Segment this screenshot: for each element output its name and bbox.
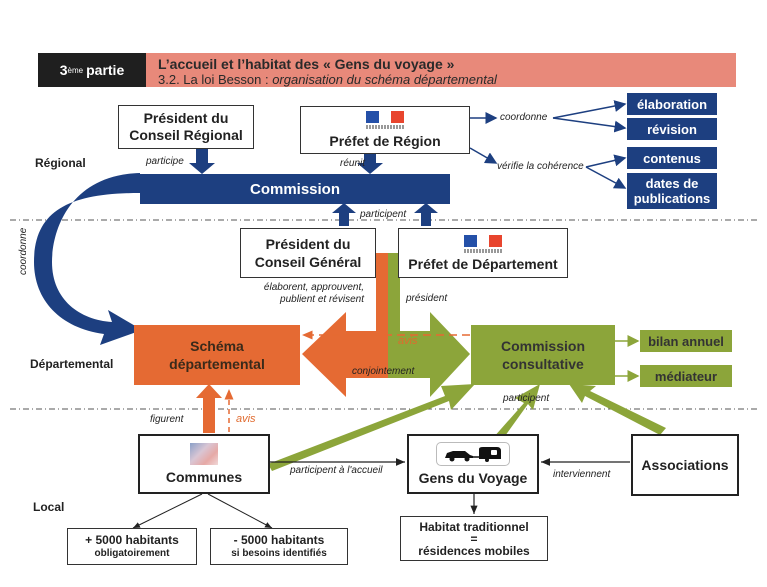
habitat-line1: Habitat traditionnel [419, 519, 529, 534]
label-conjointement: conjointement [352, 366, 415, 377]
commission-consultative-box[interactable]: Commission consultative [471, 325, 615, 385]
participent-arrow-left [332, 203, 356, 226]
label-avis-communes: avis [236, 413, 256, 425]
habitat-line2: = [470, 531, 478, 546]
prefet-region-label: Préfet de Région [329, 133, 441, 149]
president-conseil-general-line2: Conseil Général [254, 254, 362, 270]
to-dates [585, 166, 627, 189]
contenus-label: contenus [643, 150, 701, 166]
president-conseil-regional-line2: Conseil Régional [129, 127, 243, 143]
reunit-arrow [357, 152, 383, 174]
to-elaboration [552, 100, 627, 119]
schema-line1: Schéma [190, 338, 244, 354]
part-number: 3 [59, 62, 68, 78]
bilan-annuel-label: bilan annuel [648, 333, 724, 349]
commission-consultative-line1: Commission [500, 338, 585, 354]
label-president: président [406, 293, 448, 304]
label-avis-departement: avis [398, 335, 418, 347]
gens-du-voyage-label: Gens du Voyage [418, 470, 528, 486]
label-figurent: figurent [150, 414, 184, 425]
prefet-departement-box[interactable]: Préfet de Département [398, 228, 568, 278]
president-conseil-regional-box[interactable]: Président du Conseil Régional [118, 105, 254, 149]
mediateur-box[interactable]: médiateur [640, 365, 732, 387]
level-local: Local [33, 500, 65, 514]
elaborent-arrow [302, 253, 388, 397]
elaboration-label: élaboration [636, 96, 708, 112]
dates-publications-box[interactable]: dates de publications [627, 173, 717, 209]
level-regional: Régional [35, 156, 86, 170]
part-word: partie [86, 62, 125, 78]
level-departemental: Départemental [30, 357, 114, 371]
label-coordonne-side: coordonne [18, 227, 29, 275]
communes-green-arrow [268, 384, 475, 471]
label-reunit: réunit [340, 158, 366, 169]
moins-5000-line1: - 5000 habitants [233, 532, 325, 547]
communes-map-icon [190, 443, 218, 465]
prefet-region-box[interactable]: Préfet de Région [300, 106, 470, 154]
marianne-logo-icon [464, 234, 503, 253]
communes-to-plus [132, 493, 203, 529]
participe-arrow [189, 148, 215, 174]
dates-line1: dates de [645, 176, 699, 191]
habitat-line3: résidences mobiles [418, 543, 530, 558]
to-contenus [585, 154, 627, 168]
part-superscript: ème [67, 65, 84, 75]
label-elaborent: élaborent, approuvent, publient et révis… [250, 282, 364, 306]
commission-consultative-line2: consultative [502, 356, 584, 372]
revision-label: révision [647, 121, 697, 137]
dates-line2: publications [633, 191, 711, 206]
plus-5000-line2: obligatoirement [94, 547, 170, 559]
elaboration-box[interactable]: élaboration [627, 93, 717, 115]
president-conseil-regional-line1: Président du [143, 110, 229, 126]
to-revision [552, 117, 627, 133]
communes-label: Communes [165, 469, 243, 485]
elaborent-line2: publient et révisent [280, 294, 364, 305]
president-arrow [388, 253, 470, 397]
associations-box[interactable]: Associations [631, 434, 739, 496]
subtitle-plain: 3.2. La loi Besson : [158, 72, 273, 87]
associations-green-arrow [569, 384, 666, 435]
label-participe: participe [146, 156, 184, 167]
mediateur-label: médiateur [654, 368, 718, 384]
prefet-departement-label: Préfet de Département [408, 255, 558, 272]
moins-5000-box[interactable]: - 5000 habitants si besoins identifiés [210, 528, 348, 565]
schema-line2: départemental [169, 356, 265, 372]
gens-du-voyage-box[interactable]: Gens du Voyage [407, 434, 539, 494]
habitat-box[interactable]: Habitat traditionnel = résidences mobile… [400, 516, 548, 561]
revision-box[interactable]: révision [627, 118, 717, 140]
label-participent: participent [360, 209, 407, 220]
communes-box[interactable]: Communes [138, 434, 270, 494]
header-banner: L’accueil et l’habitat des « Gens du voy… [146, 53, 736, 87]
elaborent-line1: élaborent, approuvent, [263, 282, 364, 293]
president-conseil-general-line1: Président du [265, 236, 351, 252]
gens-green-arrow [493, 384, 540, 443]
schema-departemental-box[interactable]: Schéma départemental [134, 325, 300, 385]
plus-5000-box[interactable]: + 5000 habitants obligatoirement [67, 528, 197, 565]
associations-label: Associations [641, 457, 729, 473]
contenus-box[interactable]: contenus [627, 147, 717, 169]
participent-arrow-right [414, 203, 438, 226]
label-participent-consultative: participent [503, 393, 550, 404]
subtitle-italic: organisation du schéma départemental [272, 72, 497, 87]
coordonne-curved-arrow [34, 173, 142, 345]
label-verifie: vérifie la cohérence [497, 161, 584, 172]
moins-5000-line2: si besoins identifiés [231, 547, 327, 559]
commission-label: Commission [249, 180, 340, 198]
label-interviennent: interviennent [553, 469, 611, 480]
marianne-logo-icon [366, 111, 405, 129]
label-coordonne: coordonne [500, 112, 548, 123]
communes-to-moins [207, 493, 273, 529]
commission-box[interactable]: Commission [140, 174, 450, 204]
figurent-arrow [196, 384, 222, 433]
bilan-annuel-box[interactable]: bilan annuel [640, 330, 732, 352]
label-participent-accueil: participent à l'accueil [290, 465, 383, 476]
plus-5000-line1: + 5000 habitants [85, 532, 179, 547]
president-conseil-general-box[interactable]: Président du Conseil Général [240, 228, 376, 278]
verifie-line [469, 147, 498, 164]
page-subtitle: 3.2. La loi Besson : organisation du sch… [158, 72, 736, 88]
car-caravan-icon [436, 442, 510, 466]
page-title: L’accueil et l’habitat des « Gens du voy… [158, 56, 455, 72]
